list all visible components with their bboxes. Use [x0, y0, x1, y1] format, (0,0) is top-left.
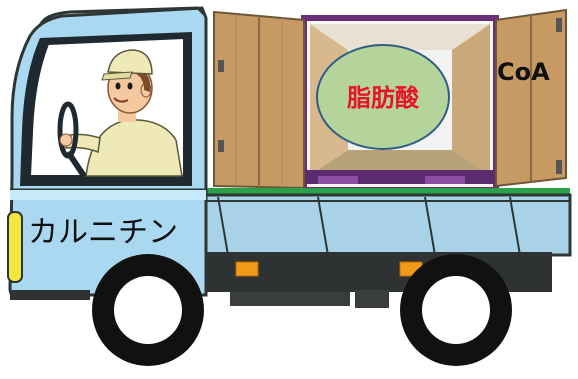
wheel-icon	[92, 254, 512, 366]
driver-icon	[57, 49, 183, 178]
truck-bed	[202, 188, 572, 257]
coa-label: CoA	[497, 58, 550, 86]
carrier-label: カルニチン	[28, 215, 178, 250]
cargo-label: 脂肪酸	[347, 84, 420, 112]
cargo-fatty-acid: 脂肪酸	[316, 44, 450, 150]
